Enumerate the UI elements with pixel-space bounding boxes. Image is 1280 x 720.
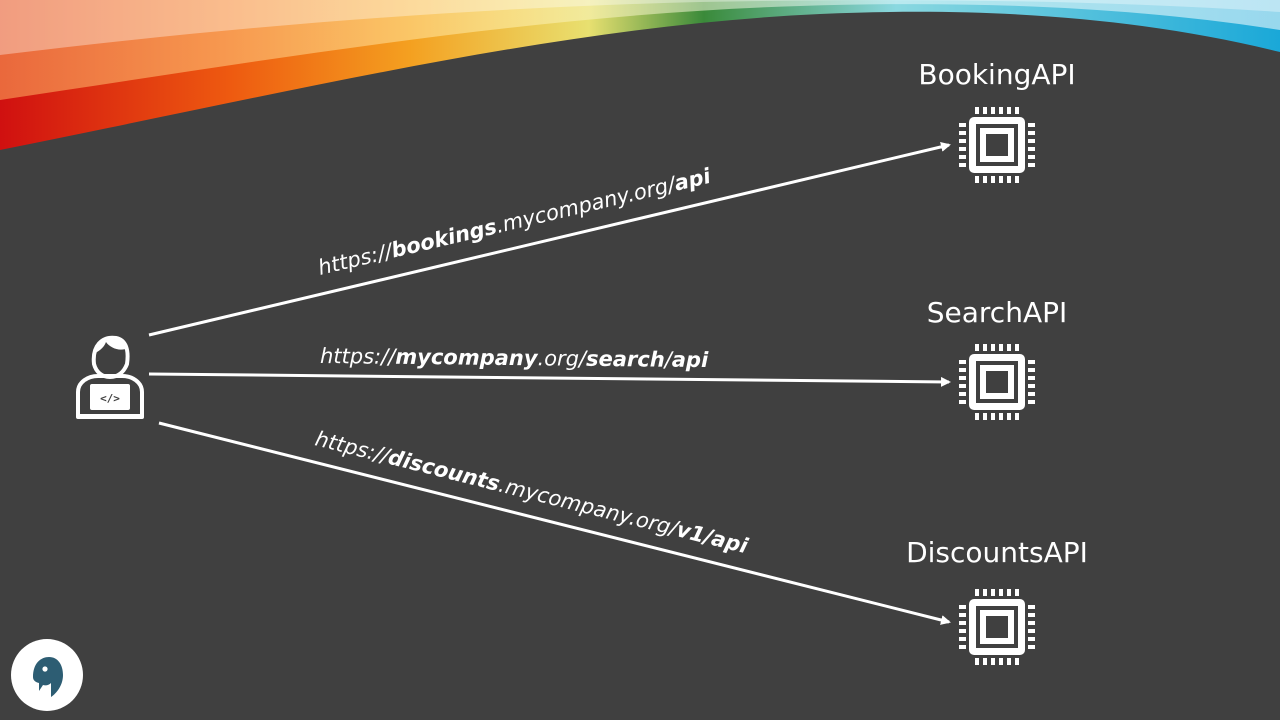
route-arrow-discounts: [158, 421, 951, 625]
route-url-discounts: https://discounts.mycompany.org/v1/api: [313, 427, 751, 559]
url-segment: .mycompany.org/: [494, 172, 680, 238]
url-segment-bold: mycompany: [395, 345, 539, 371]
url-segment-bold: api: [672, 164, 714, 196]
url-segment: https://: [316, 239, 397, 280]
company-logo: [11, 639, 83, 711]
cpu-chip-icon: [959, 344, 1035, 420]
url-segment-bold: v1/api: [674, 517, 751, 558]
bird-logo-icon: [33, 657, 63, 697]
svg-text:</>: </>: [100, 392, 120, 405]
decorative-swoosh: [0, 0, 1280, 150]
url-segment-bold: search: [586, 347, 665, 372]
api-node-search: SearchAPI: [927, 296, 1068, 420]
api-label-booking: BookingAPI: [918, 58, 1075, 91]
url-segment: /: [663, 348, 674, 372]
url-segment: https://: [313, 427, 394, 469]
route-arrow-bookings: [148, 141, 951, 337]
route-arrow-search: [148, 372, 951, 387]
api-label-discounts: DiscountsAPI: [906, 536, 1088, 569]
route-url-bookings: https://bookings.mycompany.org/api: [316, 164, 714, 280]
api-label-search: SearchAPI: [927, 296, 1068, 329]
url-segment: .org/: [537, 346, 588, 371]
route-url-search: https://mycompany.org/search/api: [320, 344, 709, 372]
cpu-chip-icon: [959, 107, 1035, 183]
developer-icon: </>: [76, 335, 144, 419]
cpu-chip-icon: [959, 589, 1035, 665]
url-segment-bold: discounts: [386, 445, 502, 496]
api-node-discounts: DiscountsAPI: [906, 536, 1088, 665]
url-segment-bold: api: [672, 348, 709, 372]
url-segment: https://: [320, 344, 397, 369]
api-node-booking: BookingAPI: [918, 58, 1076, 183]
